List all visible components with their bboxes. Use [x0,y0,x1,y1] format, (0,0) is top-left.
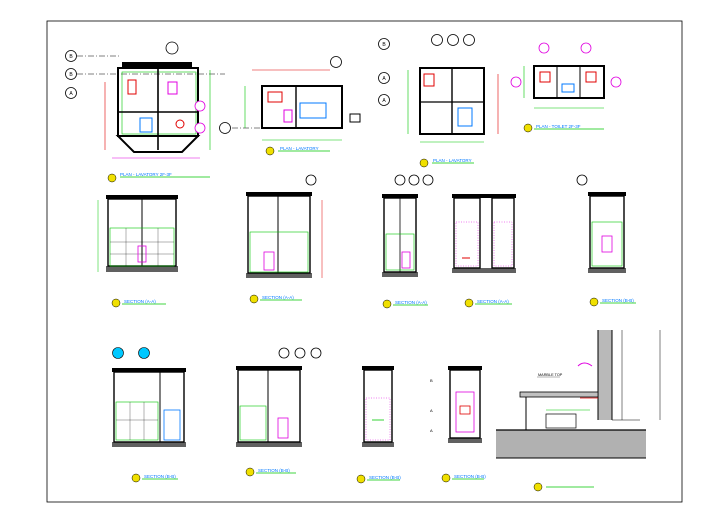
plan-lavatory-small: PLAN - LAVATORY [219,56,361,156]
grid-tag-label: A [430,428,433,433]
section-title: SECTION (A-A) [262,295,294,300]
section-title: SECTION (A-A) [395,300,427,305]
grid-tag-label: A [430,408,433,413]
section-title: SECTION (B-B) [602,298,634,303]
plan-title: PLAN - LAVATORY [433,158,472,163]
grid-tag-label: B [69,54,73,60]
section-title: SECTION (B-B) [258,468,290,473]
section-3: SECTION (A-A) [382,174,434,309]
section-7: SECTION (B-B) [236,347,322,477]
section-2: SECTION (A-A) [246,174,323,304]
plan-toilet-2f-3f: PLAN - TOILET 2F-3F [510,42,622,133]
grid-tag-label: B [69,72,73,78]
section-8: SECTION (B-B) [356,366,401,484]
sheet-border [46,20,683,503]
section-6: SECTION (B-B) [112,347,186,483]
grid-tags-p3: B A A [378,38,390,106]
grid-tag-label: B [382,42,386,48]
section-title: SECTION (A-A) [477,299,509,304]
grid-tag-label: B [430,378,433,383]
section-4: SECTION (A-A) [452,194,516,308]
detail-marble-top: MARBLE TOP [496,330,661,492]
section-title: SECTION (A-A) [124,299,156,304]
section-title: SECTION (B-B) [454,474,486,479]
plan-title: PLAN - LAVATORY [280,146,319,151]
grid-tags-s4: B A A [430,378,433,433]
section-title: SECTION (B-B) [144,474,176,479]
section-1: SECTION (A-A) [97,195,178,308]
grid-tag-label: A [69,91,73,97]
plan-title: PLAN - TOILET 2F-3F [536,124,581,129]
grid-tag-label: A [382,98,386,104]
plan-title: PLAN - LAVATORY 2F-3F [120,172,172,177]
detail-note: MARBLE TOP [538,373,563,377]
section-5: SECTION (B-B) [576,174,636,307]
plan-lavatory-mid: B A A PLAN - LAVATORY [378,34,499,168]
grid-tag-label: A [382,76,386,82]
plan-lavatory-2f-3f: B B A PLAN - LAVATORY 2F-3F [65,41,225,183]
section-title: SECTION (B-B) [369,475,401,480]
grid-tags-p1: B B A [65,50,225,99]
section-9: B A A SECTION (B-B) [430,366,486,483]
